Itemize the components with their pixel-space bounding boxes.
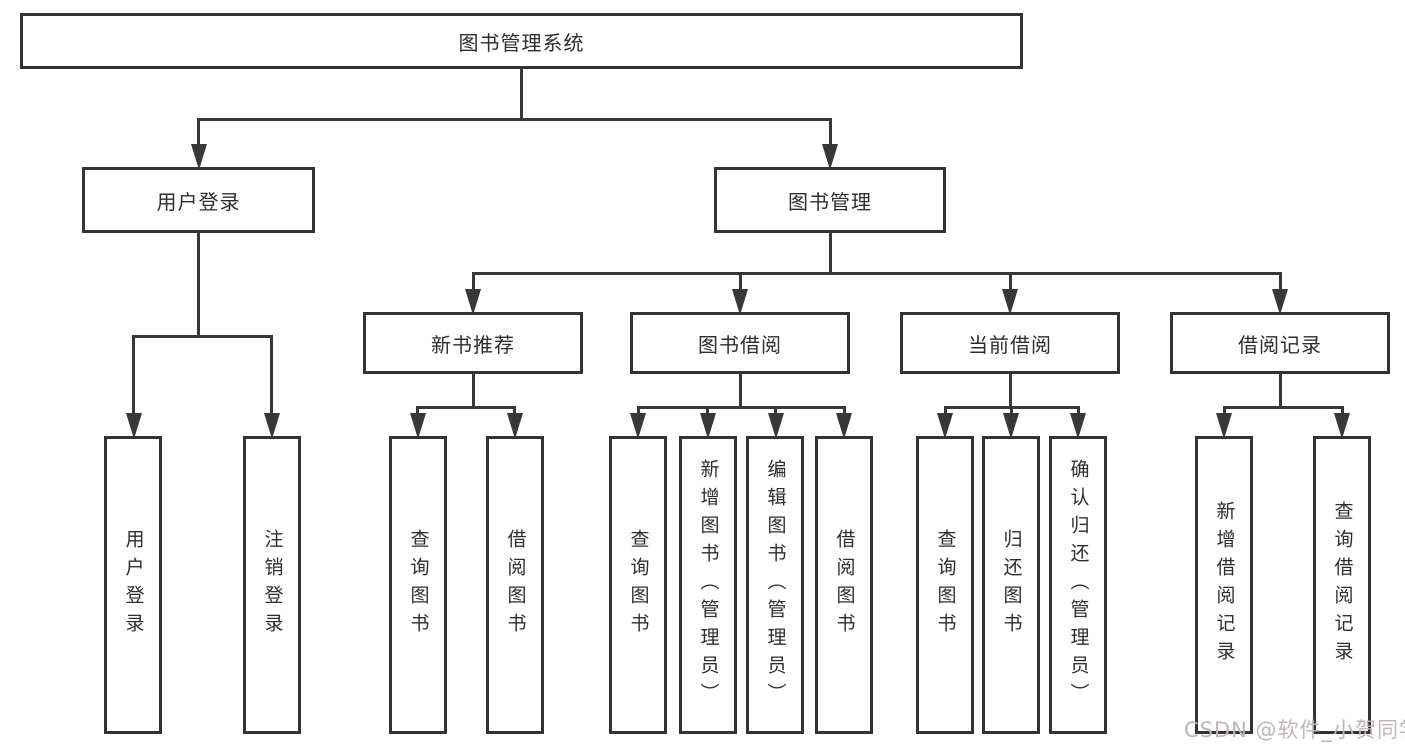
connector-bus (197, 118, 832, 121)
connector-stem (520, 69, 523, 121)
connector-drop (1009, 406, 1013, 419)
arrowhead-down-icon (1003, 413, 1019, 439)
connector-stem (738, 374, 742, 409)
connector-drop (416, 406, 419, 419)
arrowhead-down-icon (732, 289, 748, 315)
connector-drop (513, 406, 516, 419)
arrowhead-down-icon (409, 413, 426, 439)
node-label: 查询图书 (407, 529, 430, 641)
leaf-edit-books-admin: 编辑图书（管理员） (746, 436, 804, 734)
arrowhead-down-icon (190, 144, 207, 170)
leaf-user-login: 用户登录 (104, 436, 162, 734)
connector-stem (1008, 374, 1012, 409)
arrowhead-down-icon (836, 413, 852, 439)
node-label: 注销登录 (261, 529, 284, 641)
csdn-watermark: CSDN @软件_小贺同学 (1184, 718, 1405, 742)
leaf-query-books-recommend: 查询图书 (389, 436, 447, 734)
node-book-borrowing: 图书借阅 (630, 312, 850, 374)
arrowhead-down-icon (767, 413, 784, 439)
node-borrowing-records: 借阅记录 (1170, 312, 1390, 374)
arrowhead-down-icon (1070, 413, 1086, 439)
leaf-add-books-admin: 新增图书（管理员） (679, 436, 737, 734)
node-label: 归还图书 (1000, 529, 1023, 641)
connector-drop (842, 406, 846, 419)
connector-drop (636, 406, 640, 419)
connector-stem (828, 233, 832, 275)
node-label: 图书管理系统 (458, 30, 585, 55)
connector-drop (1278, 272, 1282, 295)
arrowhead-down-icon (937, 413, 953, 439)
connector-drop (738, 272, 742, 295)
arrowhead-down-icon (1272, 289, 1288, 315)
connector-drop (774, 406, 777, 419)
connector-drop (197, 118, 200, 150)
connector-drop (1076, 406, 1080, 419)
node-new-book-recommendation: 新书推荐 (363, 312, 583, 374)
node-book-management: 图书管理 (714, 167, 946, 233)
leaf-borrow-books-borrowing: 借阅图书 (815, 436, 873, 734)
leaf-return-books: 归还图书 (982, 436, 1040, 734)
leaf-query-borrow-record: 查询借阅记录 (1313, 436, 1371, 734)
connector-stem (471, 374, 475, 409)
connector-stem (197, 233, 200, 338)
arrowhead-down-icon (1002, 289, 1018, 315)
connector-bus (1222, 406, 1344, 409)
arrowhead-down-icon (506, 413, 523, 439)
arrowhead-down-icon (822, 144, 838, 170)
leaf-add-borrow-record: 新增借阅记录 (1195, 436, 1253, 734)
connector-bus (132, 335, 273, 338)
connector-drop (1008, 272, 1012, 295)
node-label: 查询图书 (627, 529, 650, 641)
node-label: 新书推荐 (431, 332, 515, 357)
node-label: 当前借阅 (968, 332, 1052, 357)
connector-drop (471, 272, 475, 295)
connector-drop (706, 406, 709, 419)
leaf-logout: 注销登录 (243, 436, 301, 734)
connector-drop (132, 335, 135, 419)
node-label: 用户登录 (122, 529, 145, 641)
arrowhead-down-icon (1334, 413, 1350, 439)
connector-drop (270, 335, 273, 419)
node-current-borrowing: 当前借阅 (900, 312, 1120, 374)
arrowhead-down-icon (465, 289, 481, 315)
connector-drop (943, 406, 947, 419)
leaf-query-books-borrowing: 查询图书 (609, 436, 667, 734)
node-label: 编辑图书（管理员） (764, 459, 787, 711)
arrowhead-down-icon (1216, 413, 1232, 439)
node-label: 确认归还（管理员） (1067, 459, 1090, 711)
node-label: 借阅图书 (504, 529, 527, 641)
leaf-borrow-books-recommend: 借阅图书 (486, 436, 544, 734)
arrowhead-down-icon (699, 413, 716, 439)
arrowhead-down-icon (263, 413, 280, 439)
connector-bus (636, 406, 846, 409)
node-user-login: 用户登录 (82, 167, 315, 233)
node-label: 图书管理 (788, 189, 872, 214)
node-label: 借阅图书 (833, 529, 856, 641)
node-label: 新增图书（管理员） (697, 459, 720, 711)
connector-bus (416, 406, 516, 409)
connector-drop (828, 118, 832, 150)
arrowhead-down-icon (125, 413, 142, 439)
node-library-management-system: 图书管理系统 (20, 13, 1023, 69)
connector-stem (1278, 374, 1282, 409)
connector-drop (1222, 406, 1226, 419)
node-label: 图书借阅 (698, 332, 782, 357)
node-label: 查询图书 (934, 529, 957, 641)
node-label: 新增借阅记录 (1213, 501, 1236, 669)
leaf-query-books-current: 查询图书 (916, 436, 974, 734)
node-label: 查询借阅记录 (1331, 501, 1354, 669)
connector-drop (1340, 406, 1344, 419)
connector-bus (471, 272, 1282, 275)
node-label: 用户登录 (156, 189, 241, 214)
leaf-confirm-return-admin: 确认归还（管理员） (1049, 436, 1107, 734)
node-label: 借阅记录 (1238, 332, 1322, 357)
arrowhead-down-icon (630, 413, 646, 439)
